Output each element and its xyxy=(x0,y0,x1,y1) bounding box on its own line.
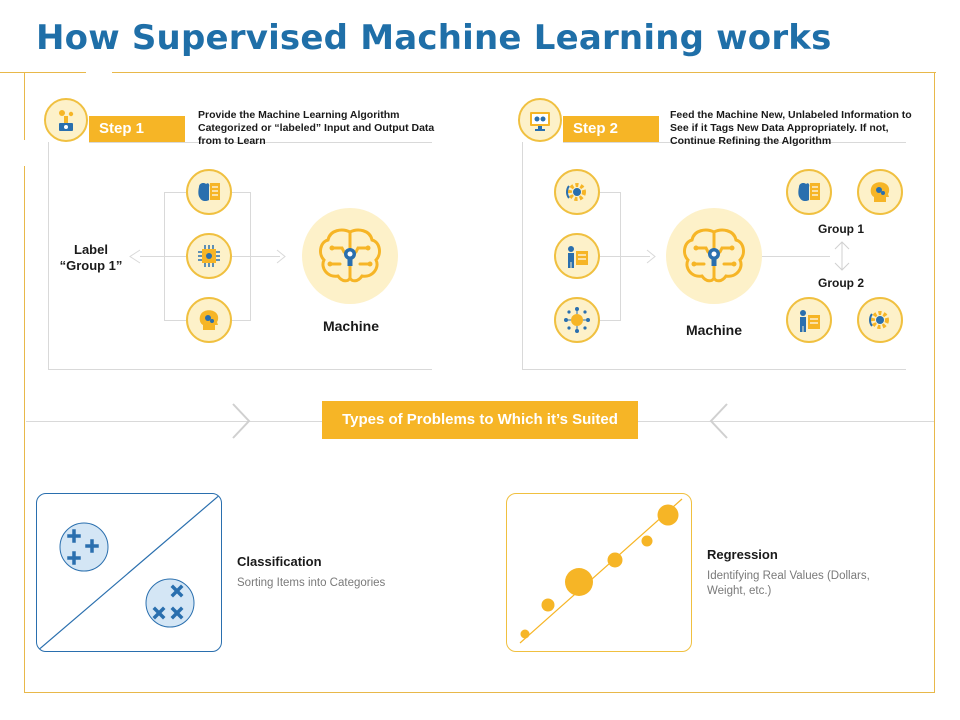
step1-machine-circle xyxy=(302,208,398,304)
step2-input-circle xyxy=(554,233,600,279)
regression-point xyxy=(520,629,529,638)
step2-input-circle xyxy=(554,297,600,343)
connector xyxy=(760,256,830,257)
step2-icon-circle xyxy=(518,98,562,142)
regression-description: Identifying Real Values (Dollars, Weight… xyxy=(707,570,870,597)
classification-description: Sorting Items into Categories xyxy=(237,577,386,589)
step1-input-circle xyxy=(186,233,232,279)
connector xyxy=(232,320,250,321)
updown-arrow-icon xyxy=(834,241,850,271)
step1-icon-circle xyxy=(44,98,88,142)
header-underline xyxy=(0,72,86,73)
regression-box xyxy=(506,493,692,652)
network-brain-icon xyxy=(564,307,590,333)
banner-line-right xyxy=(638,421,934,422)
brain-document-icon xyxy=(198,183,220,202)
group1-label: Group 1 xyxy=(818,222,865,236)
arrow-left-icon xyxy=(129,249,141,264)
regression-point xyxy=(607,552,622,567)
header-underline-right xyxy=(112,72,936,73)
connector xyxy=(140,256,164,257)
frame-left-edge xyxy=(24,166,25,693)
step1-panel-border xyxy=(48,142,432,370)
connector xyxy=(164,192,186,193)
brain-document-icon xyxy=(798,183,820,202)
group2-output-circle xyxy=(786,297,832,343)
connector xyxy=(600,192,620,193)
connector xyxy=(232,256,280,257)
brain-circuit-icon xyxy=(683,228,745,283)
person-board-icon xyxy=(568,246,588,268)
step1-panel-cover xyxy=(49,141,89,144)
step2-input-circle xyxy=(554,169,600,215)
banner-line-left xyxy=(26,421,322,422)
chevron-left-icon xyxy=(709,403,728,439)
step2-badge: Step 2 xyxy=(563,116,659,142)
group2-output-circle xyxy=(857,297,903,343)
step2-machine-circle xyxy=(666,208,762,304)
step1-description: Provide the Machine Learning Algorithm C… xyxy=(198,109,435,147)
monitor-icon xyxy=(530,112,550,131)
types-banner: Types of Problems to Which it’s Suited xyxy=(322,401,638,439)
regression-diagram xyxy=(519,498,682,643)
step1-badge: Step 1 xyxy=(89,116,185,142)
classification-title: Classification xyxy=(237,554,322,569)
step1-input-circle xyxy=(186,297,232,343)
group1-output-circle xyxy=(786,169,832,215)
arrow-right-icon xyxy=(646,249,656,264)
person-board-icon xyxy=(800,310,820,332)
connector xyxy=(600,256,650,257)
classification-diagram xyxy=(37,494,221,651)
connector xyxy=(164,256,186,257)
frame-right-edge xyxy=(934,72,935,693)
label-line2: “Group 1” xyxy=(59,258,123,273)
gear-icon xyxy=(566,183,586,201)
head-gears-icon xyxy=(870,182,890,202)
robot-icon xyxy=(59,110,74,131)
group1-output-circle xyxy=(857,169,903,215)
step2-panel-cover xyxy=(523,141,563,144)
step1-machine-label: Machine xyxy=(322,318,379,334)
brain-circuit-icon xyxy=(319,228,381,283)
label-line1: Label xyxy=(74,242,108,257)
classification-box xyxy=(36,493,222,652)
chevron-right-icon xyxy=(232,403,251,439)
cross-cluster-icon xyxy=(145,578,195,628)
connector xyxy=(600,320,620,321)
gear-icon xyxy=(869,311,889,329)
regression-title: Regression xyxy=(707,547,778,562)
step2-machine-label: Machine xyxy=(685,322,742,338)
plus-cluster-icon xyxy=(59,522,109,572)
step2-panel-border xyxy=(522,142,906,370)
head-gears-icon xyxy=(199,310,219,330)
arrow-right-icon xyxy=(276,249,286,264)
regression-point xyxy=(641,535,652,546)
frame-left-edge-top xyxy=(24,72,25,140)
page-title: How Supervised Machine Learning works xyxy=(36,18,832,58)
regression-point xyxy=(541,598,554,611)
group2-label: Group 2 xyxy=(818,276,865,290)
step2-description: Feed the Machine New, Unlabeled Informat… xyxy=(670,109,912,147)
step1-input-circle xyxy=(186,169,232,215)
frame-bottom-edge xyxy=(24,692,935,693)
connector xyxy=(164,320,186,321)
connector xyxy=(232,192,250,193)
regression-point xyxy=(657,504,678,525)
regression-point xyxy=(564,567,593,596)
cpu-chip-icon xyxy=(198,245,220,267)
